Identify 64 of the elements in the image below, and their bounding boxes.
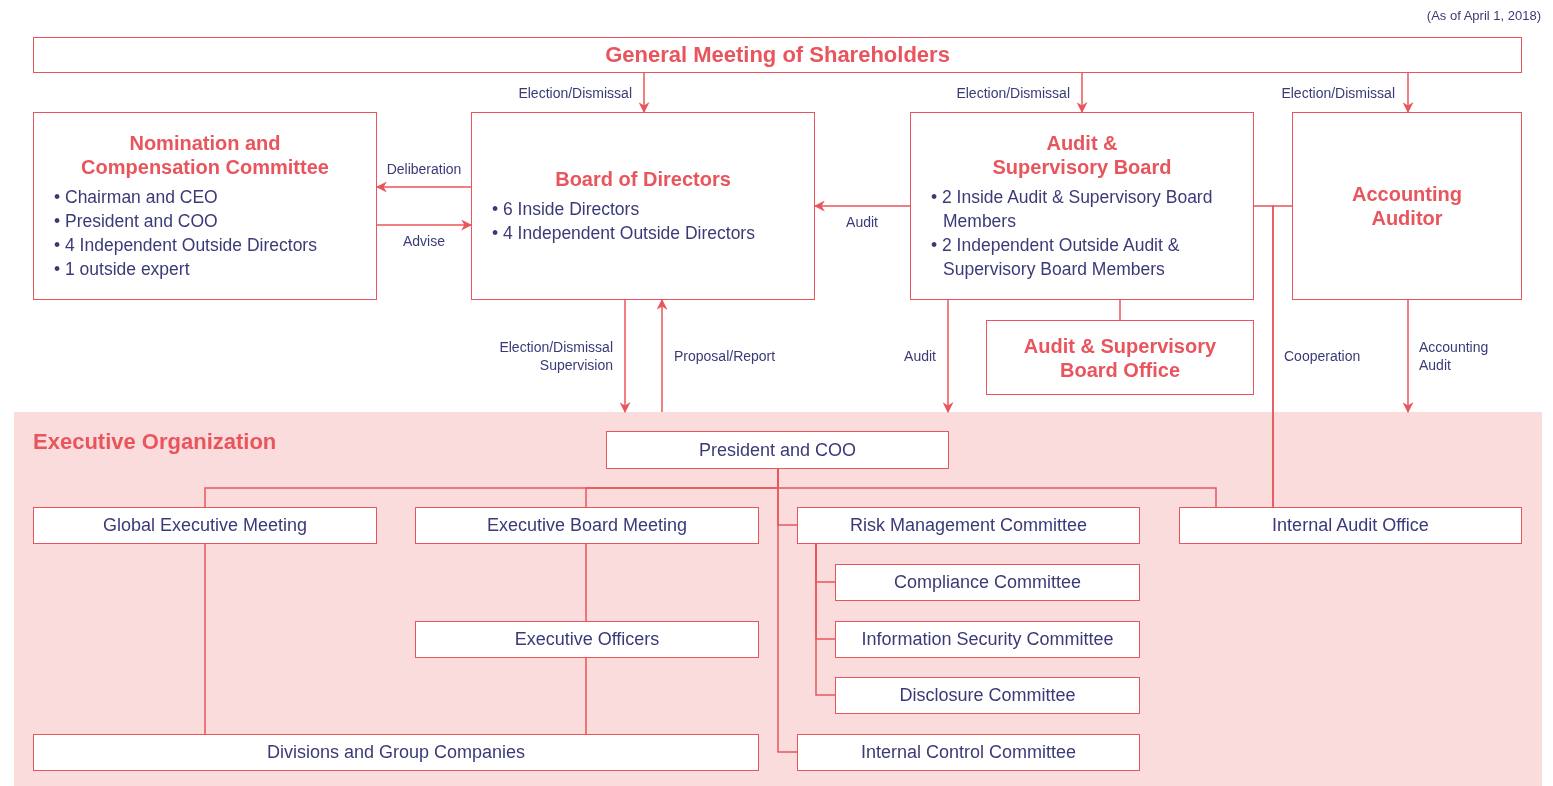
box-heading: Executive Organization	[33, 430, 277, 454]
list-item: • 1 outside expert	[53, 258, 190, 281]
org-box	[835, 564, 1140, 601]
arrow	[656, 298, 668, 413]
org-box	[415, 507, 759, 544]
edge-label: Proposal/Report	[674, 347, 776, 365]
org-box	[910, 112, 1254, 300]
org-box	[1179, 507, 1522, 544]
org-box	[1292, 112, 1522, 300]
org-box	[33, 112, 377, 300]
box-label: Information Security Committee	[861, 629, 1114, 650]
list-item: • 4 Independent Outside Directors	[53, 234, 317, 257]
connector-line	[777, 468, 798, 753]
list-item: • 4 Independent Outside Directors	[491, 222, 755, 245]
arrow	[375, 181, 472, 193]
connector-line	[815, 543, 836, 696]
box-label: Global Executive Meeting	[102, 515, 308, 536]
box-label: Internal Audit Office	[1272, 515, 1429, 536]
executive-band	[14, 412, 1542, 786]
box-heading: Nomination and Compensation Committee	[80, 131, 330, 179]
org-box	[797, 734, 1140, 771]
list-item: • President and COO	[53, 210, 218, 233]
box-heading: Audit & Supervisory Board Office	[1022, 333, 1218, 382]
arrow	[619, 299, 631, 414]
box-label: Executive Board Meeting	[486, 515, 688, 536]
org-box	[471, 112, 815, 300]
list-item: • 2 Independent Outside Audit & Supervisory Board Members	[930, 234, 1181, 281]
box-heading: Audit & Supervisory Board	[992, 131, 1172, 179]
org-box	[835, 621, 1140, 658]
arrow	[942, 299, 954, 414]
arrow	[376, 219, 473, 231]
list-item: • Chairman and CEO	[53, 186, 218, 209]
connector-line	[585, 657, 587, 735]
arrow	[1402, 299, 1414, 414]
box-heading: General Meeting of Shareholders	[605, 43, 950, 67]
org-box	[835, 677, 1140, 714]
box-heading: Board of Directors	[555, 167, 731, 191]
box-label: President and COO	[698, 439, 857, 461]
arrow	[813, 200, 911, 212]
connector-line	[1272, 205, 1293, 508]
org-box	[415, 621, 759, 658]
box-label: Internal Control Committee	[860, 742, 1077, 763]
edge-label: Cooperation	[1284, 347, 1361, 365]
org-box	[33, 734, 759, 771]
box-label: Executive Officers	[514, 629, 660, 650]
date-note: (As of April 1, 2018)	[1426, 8, 1541, 23]
org-box	[986, 320, 1254, 395]
box-label: Risk Management Committee	[849, 515, 1088, 536]
org-box	[33, 507, 377, 544]
org-box	[797, 507, 1140, 544]
arrow	[638, 72, 650, 114]
arrow	[1076, 72, 1088, 114]
connector-line	[204, 543, 206, 735]
arrow	[1402, 72, 1414, 114]
connector-line	[585, 543, 587, 622]
meeting-banner	[33, 37, 1522, 73]
box-label: Compliance Committee	[893, 572, 1082, 593]
box-heading: Accounting Auditor	[1351, 182, 1463, 230]
box-label: Divisions and Group Companies	[266, 742, 526, 763]
list-item: • 6 Inside Directors	[491, 198, 640, 221]
connector-line	[1119, 299, 1121, 321]
org-box	[606, 431, 949, 469]
list-item: • 2 Inside Audit & Supervisory Board Members	[930, 186, 1214, 233]
box-label: Disclosure Committee	[899, 685, 1076, 706]
